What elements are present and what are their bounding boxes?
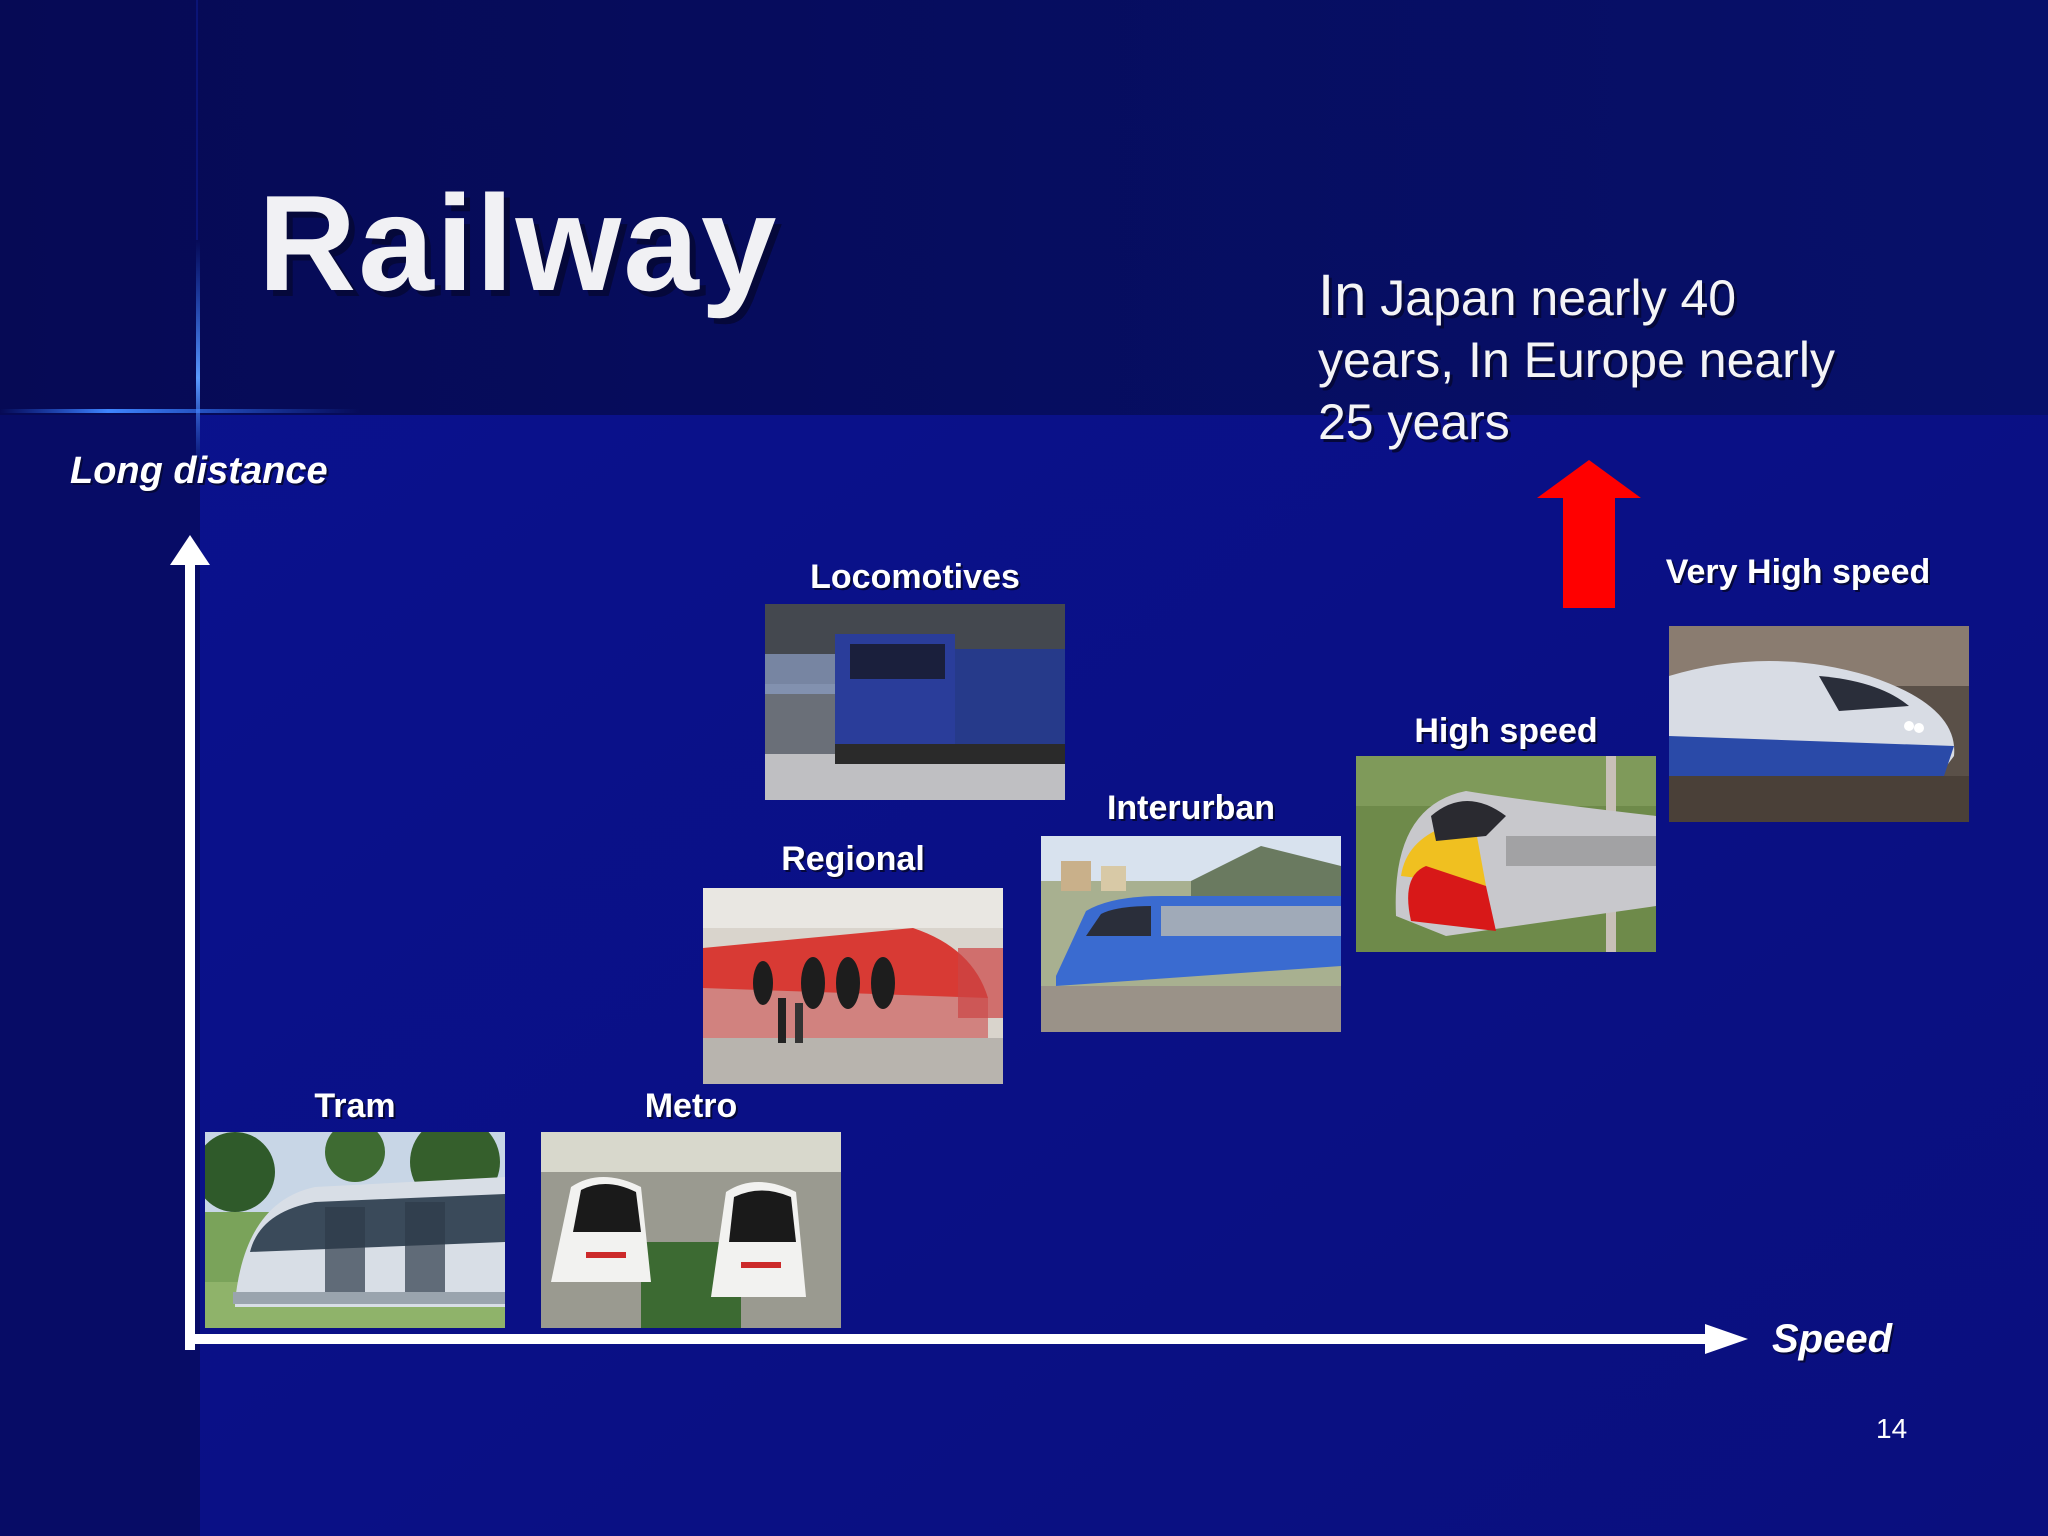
history-note-text: Japan nearly 40 years, In Europe nearly … bbox=[1318, 270, 1835, 450]
category-label-regional: Regional bbox=[781, 840, 925, 878]
category-label-metro: Metro bbox=[644, 1087, 738, 1125]
metro-photo bbox=[541, 1132, 841, 1328]
category-label-interurban: Interurban bbox=[1106, 789, 1276, 827]
history-note: In Japan nearly 40 years, In Europe near… bbox=[1318, 265, 1878, 453]
category-label-tram: Tram bbox=[314, 1087, 396, 1125]
slide-title: Railway bbox=[258, 167, 779, 319]
regional-train-photo bbox=[703, 888, 1003, 1084]
page-number: 14 bbox=[1876, 1413, 1908, 1444]
category-label-locomotives: Locomotives bbox=[810, 558, 1020, 596]
high-speed-train-photo bbox=[1356, 756, 1656, 952]
x-axis-arrow bbox=[185, 1324, 1748, 1354]
category-label-high-speed: High speed bbox=[1414, 712, 1598, 750]
locomotive-photo bbox=[765, 604, 1065, 800]
tram-photo bbox=[205, 1132, 505, 1328]
history-note-lead: In bbox=[1318, 263, 1367, 328]
red-up-arrow-icon bbox=[1537, 460, 1641, 608]
interurban-train-photo bbox=[1041, 836, 1341, 1032]
x-axis-label: Speed bbox=[1772, 1317, 1893, 1361]
very-high-speed-train-photo bbox=[1669, 626, 1969, 822]
category-label-very-high-speed: Very High speed bbox=[1665, 553, 1931, 591]
y-axis-arrow bbox=[170, 535, 210, 1350]
y-axis-label: Long distance bbox=[70, 450, 328, 492]
